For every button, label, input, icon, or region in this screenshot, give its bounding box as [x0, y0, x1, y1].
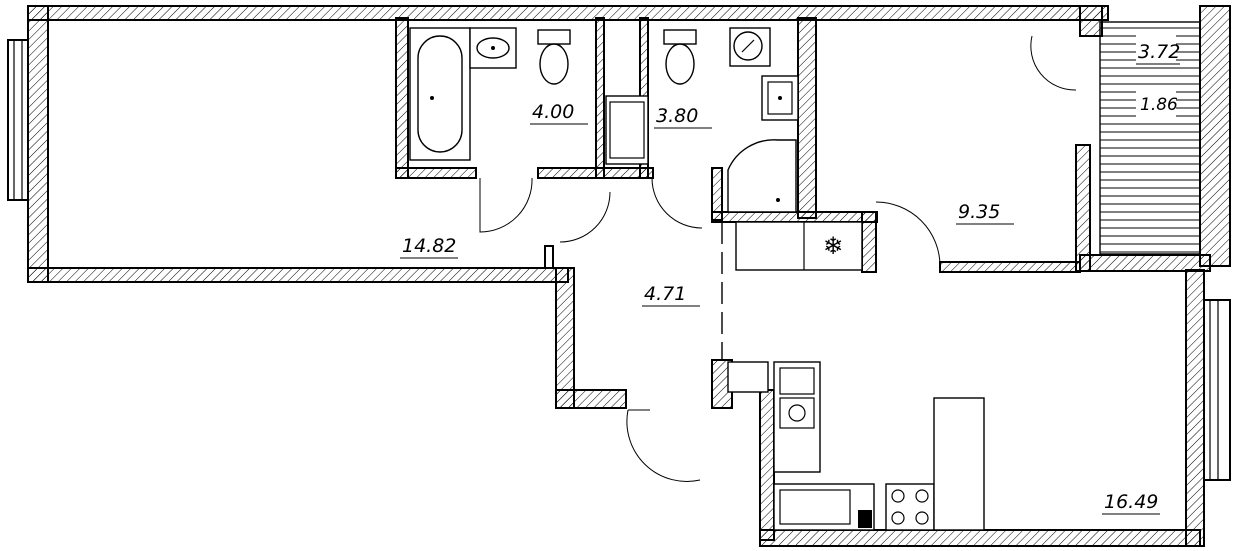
- svg-text:❄: ❄: [823, 232, 843, 260]
- area-balcony: 3.72: [1138, 41, 1180, 63]
- sink-icon: [773, 361, 821, 473]
- area-kitchen: 16.49: [1104, 491, 1158, 513]
- boiler-icon: [727, 361, 769, 393]
- area-bedroom: 14.82: [402, 235, 456, 257]
- shower-icon: [727, 139, 797, 213]
- stove-icon: [885, 483, 935, 531]
- toilet-icon: [537, 29, 571, 85]
- boiler-icon: [729, 27, 771, 67]
- bathtub-icon: [409, 27, 471, 161]
- washing-machine-icon: [773, 483, 875, 531]
- sink-icon: [761, 75, 799, 121]
- door-swings: [479, 35, 1077, 482]
- area-balcony-reduced: 1.86: [1140, 95, 1178, 115]
- area-labels: 14.82 4.00 3.80 4.71 9.35 16.49 3.72 1.8…: [400, 41, 1180, 515]
- counter: [933, 397, 985, 531]
- sink-icon: [469, 27, 517, 69]
- toilet-icon: [663, 29, 697, 85]
- washing-machine-icon: [605, 95, 649, 165]
- outer-walls: [7, 5, 1231, 547]
- balcony: [1099, 21, 1201, 255]
- area-hall: 4.71: [644, 283, 686, 305]
- area-bathroom: 4.00: [532, 101, 574, 123]
- area-room: 9.35: [958, 201, 1000, 223]
- area-toilet: 3.80: [656, 105, 698, 127]
- fridge-icon: ❄: [735, 221, 863, 271]
